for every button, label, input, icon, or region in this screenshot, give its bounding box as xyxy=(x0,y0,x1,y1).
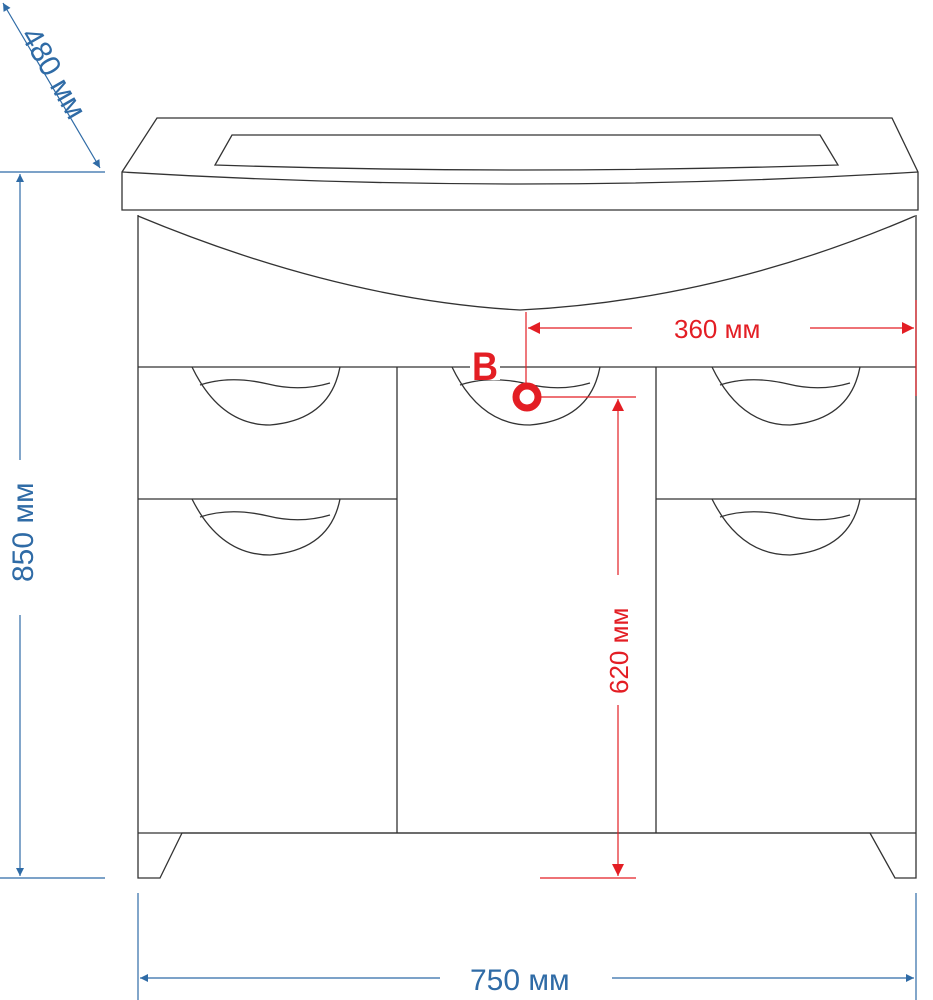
depth-dimension: 480 мм xyxy=(2,2,101,169)
drain-height-dimension: 620 мм xyxy=(540,396,636,879)
width-label: 750 мм xyxy=(470,964,570,997)
drain-height-label: 620 мм xyxy=(604,608,634,694)
cabinet xyxy=(137,215,917,879)
height-label: 850 мм xyxy=(7,482,40,582)
drain-point: В xyxy=(470,345,542,412)
depth-label: 480 мм xyxy=(14,22,92,125)
height-dimension: 850 мм xyxy=(0,171,105,879)
sink-basin xyxy=(121,117,919,311)
drain-circle-icon xyxy=(512,382,542,412)
drain-label: В xyxy=(472,345,498,389)
drain-offset-label: 360 мм xyxy=(674,314,760,344)
width-dimension: 750 мм xyxy=(137,893,917,1000)
drain-offset-dimension: 360 мм xyxy=(525,300,917,396)
door-handles xyxy=(191,366,861,556)
